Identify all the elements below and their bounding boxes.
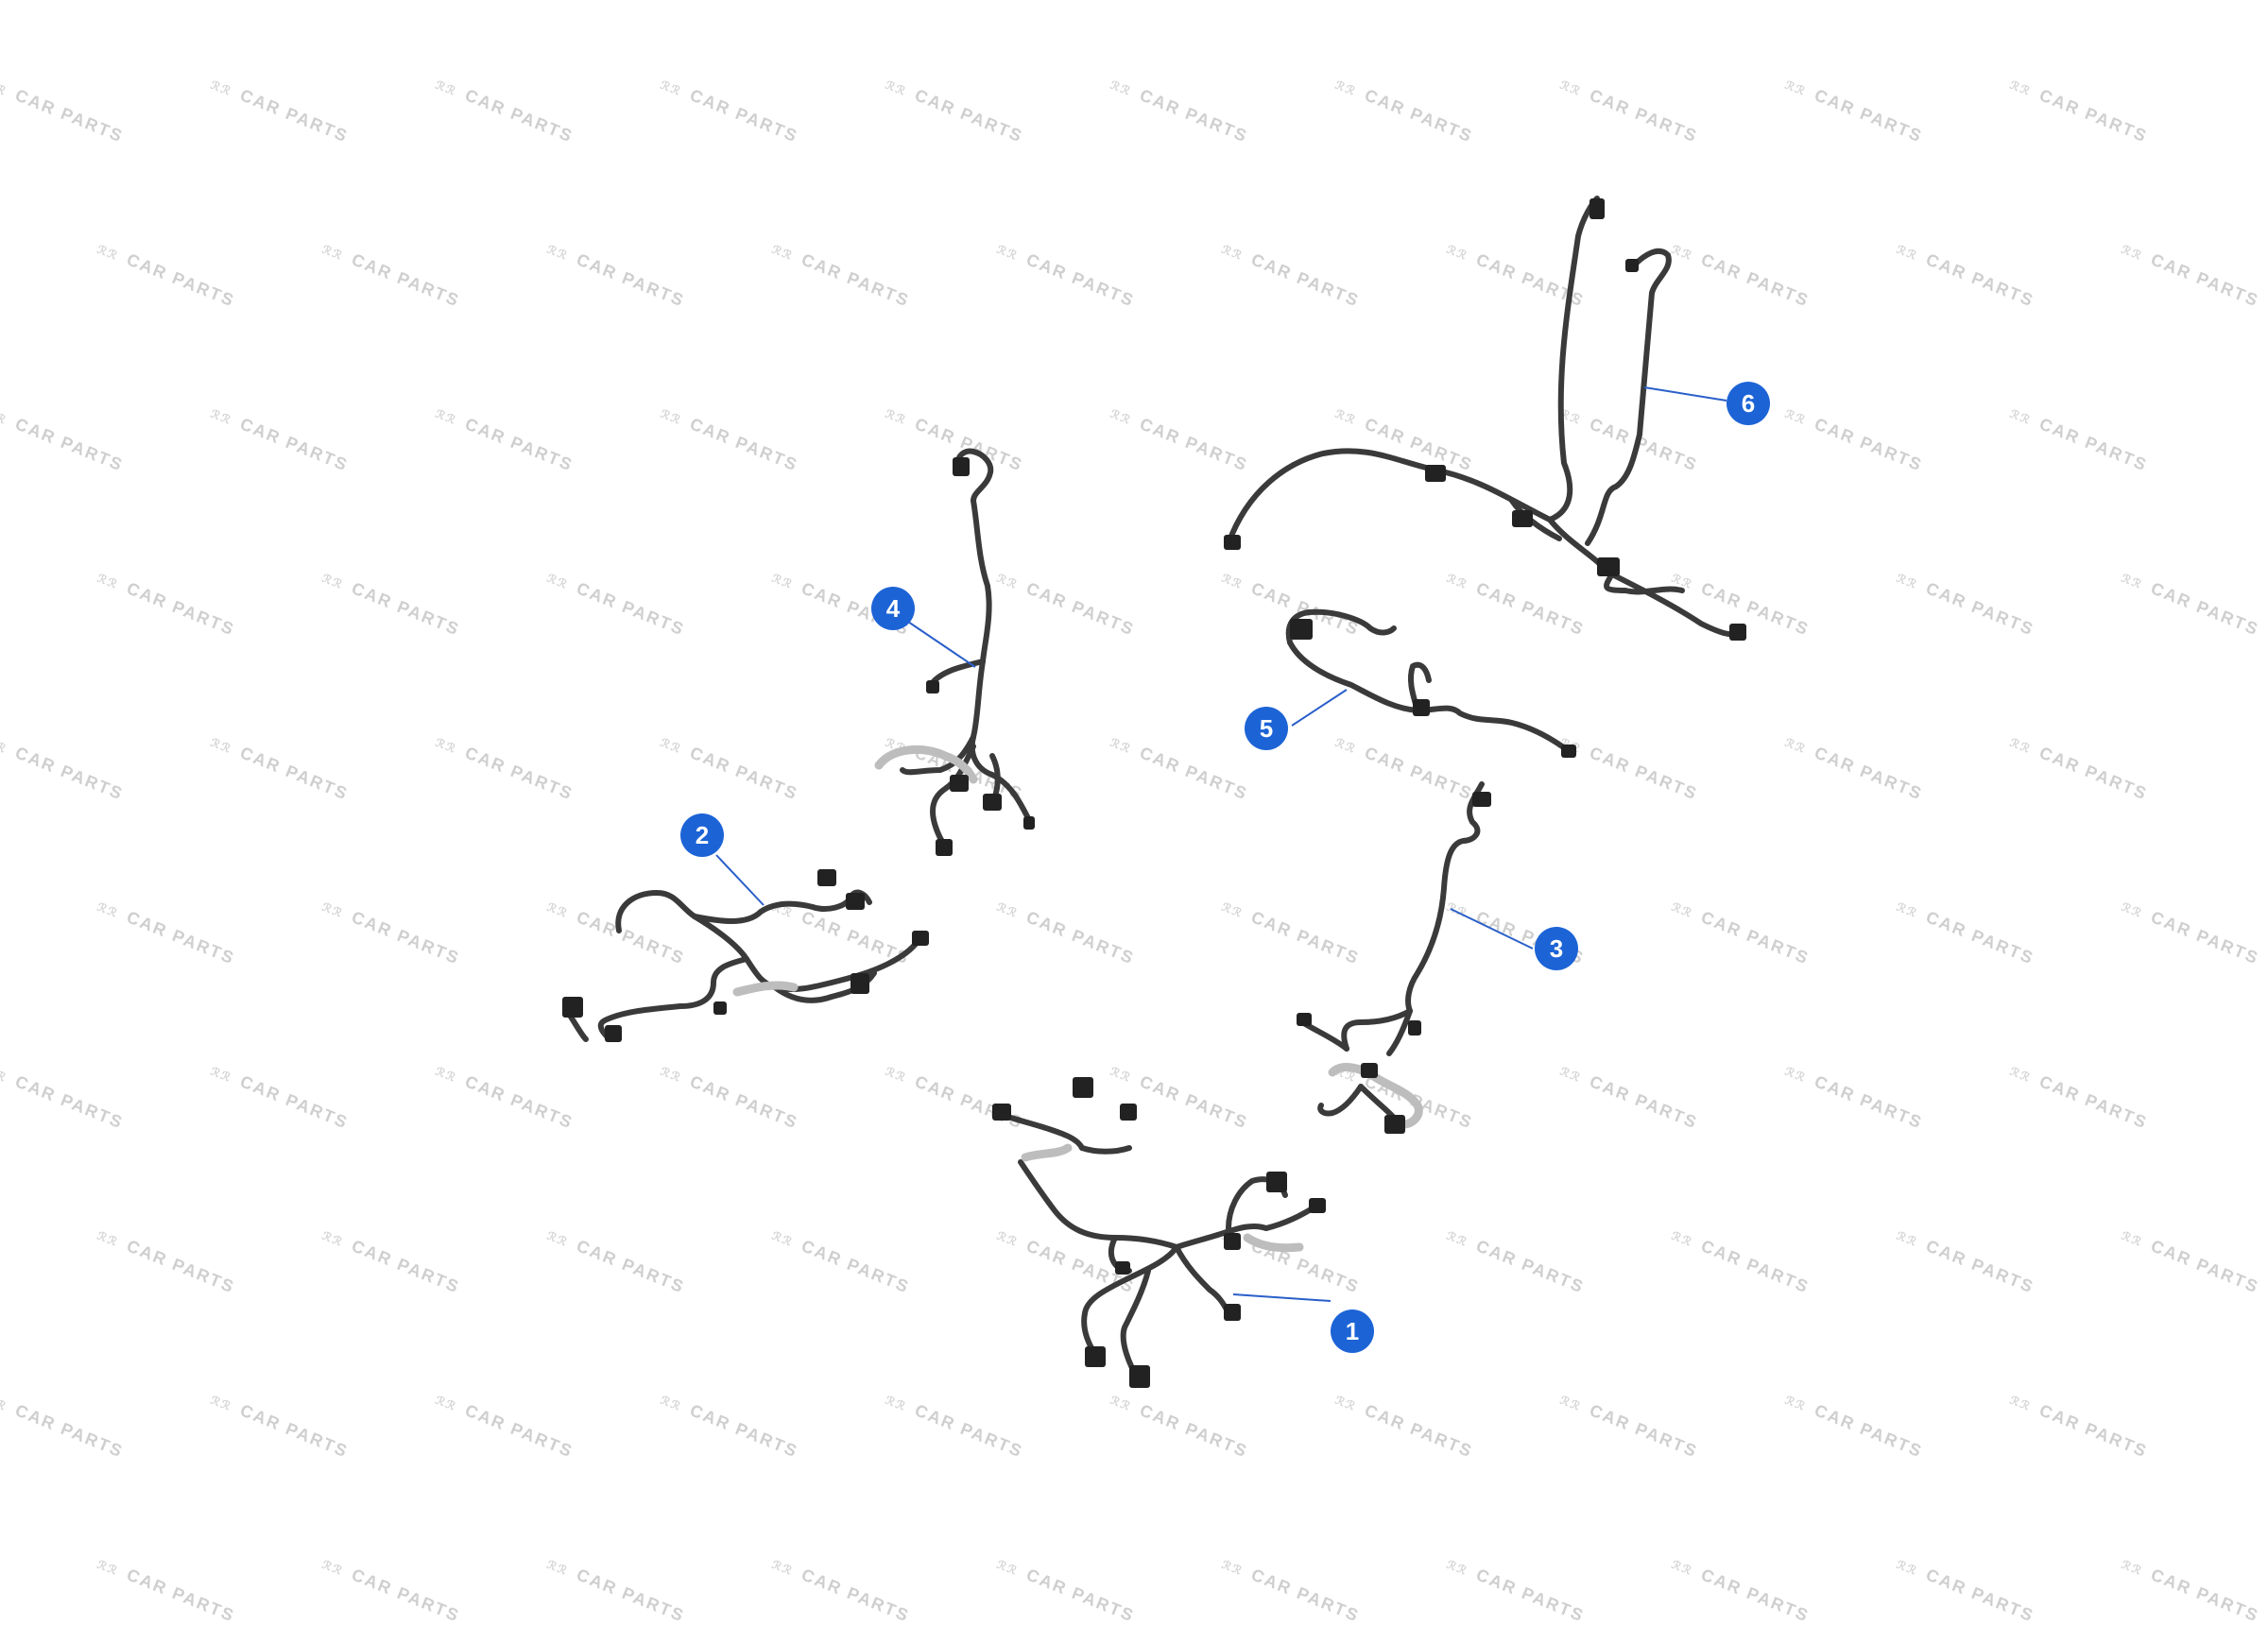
callout-5-label: 5	[1260, 714, 1273, 743]
callout-1[interactable]: 1	[1331, 1309, 1374, 1353]
connector	[1413, 699, 1430, 716]
sleeve-2	[732, 981, 799, 997]
connector	[1309, 1198, 1326, 1213]
harness-3	[1297, 781, 1485, 1127]
callout-4[interactable]: 4	[871, 587, 915, 630]
sleeves	[732, 745, 1423, 1253]
connector	[912, 931, 929, 946]
connector	[1266, 1172, 1287, 1192]
connector	[1297, 1013, 1312, 1026]
callout-6[interactable]: 6	[1727, 382, 1770, 425]
connector	[992, 1104, 1011, 1121]
connector	[1425, 465, 1446, 482]
sleeve-4	[874, 745, 978, 784]
connector	[1224, 1233, 1241, 1250]
connector	[1512, 510, 1533, 527]
callout-4-label: 4	[886, 594, 901, 623]
connector	[1115, 1261, 1130, 1275]
callout-5[interactable]: 5	[1245, 707, 1288, 750]
harness-5	[1285, 608, 1572, 754]
sleeve-1a	[1021, 1143, 1073, 1162]
connector	[713, 1001, 727, 1015]
sleeve-1b	[1243, 1233, 1304, 1253]
connector	[1290, 619, 1313, 640]
connector	[817, 869, 836, 886]
connector	[1408, 1020, 1421, 1036]
callout-4-circle	[871, 587, 915, 630]
callout-5-circle	[1245, 707, 1288, 750]
callout-1-circle	[1331, 1309, 1374, 1353]
callout-2-circle	[680, 813, 724, 857]
callout-1-label: 1	[1346, 1317, 1359, 1345]
callout-3[interactable]: 3	[1535, 927, 1578, 970]
connector	[983, 794, 1002, 811]
connector	[1729, 624, 1746, 641]
harness-4	[900, 448, 1033, 853]
connector	[1224, 1304, 1241, 1321]
leader-line-4	[904, 619, 976, 668]
connector	[1129, 1365, 1150, 1388]
connector	[950, 775, 969, 792]
leader-line-5	[1291, 689, 1348, 727]
connector	[1085, 1346, 1106, 1367]
sleeve-3	[1328, 1063, 1423, 1129]
connectors	[562, 198, 1746, 1388]
connector	[1224, 535, 1241, 550]
connector	[1561, 745, 1576, 758]
connector	[605, 1025, 622, 1042]
connector	[1384, 1115, 1405, 1134]
connector	[1597, 557, 1620, 576]
connector	[1120, 1104, 1137, 1121]
harness-2	[564, 889, 924, 1042]
callouts: 1 2 3 4 5 6	[680, 382, 1770, 1353]
callout-2[interactable]: 2	[680, 813, 724, 857]
leader-line-6	[1643, 386, 1727, 402]
connector	[562, 997, 583, 1018]
connector	[850, 973, 869, 994]
harness-6	[1226, 196, 1742, 638]
leader-line-1	[1232, 1293, 1332, 1302]
connector	[926, 680, 939, 693]
callout-3-circle	[1535, 927, 1578, 970]
connector	[1073, 1077, 1093, 1098]
leader-line-2	[715, 854, 765, 906]
leader-line-3	[1450, 908, 1534, 950]
connector	[1625, 259, 1639, 272]
callout-3-label: 3	[1550, 934, 1563, 963]
connector	[1023, 816, 1035, 830]
connector	[846, 893, 865, 910]
connector	[1361, 1063, 1378, 1078]
connector	[953, 457, 970, 476]
callout-6-label: 6	[1742, 389, 1755, 418]
connector	[1472, 792, 1491, 807]
callout-6-circle	[1727, 382, 1770, 425]
connector	[936, 839, 953, 856]
leader-lines	[715, 386, 1727, 1302]
connector	[1589, 198, 1605, 219]
callout-2-label: 2	[696, 821, 709, 849]
